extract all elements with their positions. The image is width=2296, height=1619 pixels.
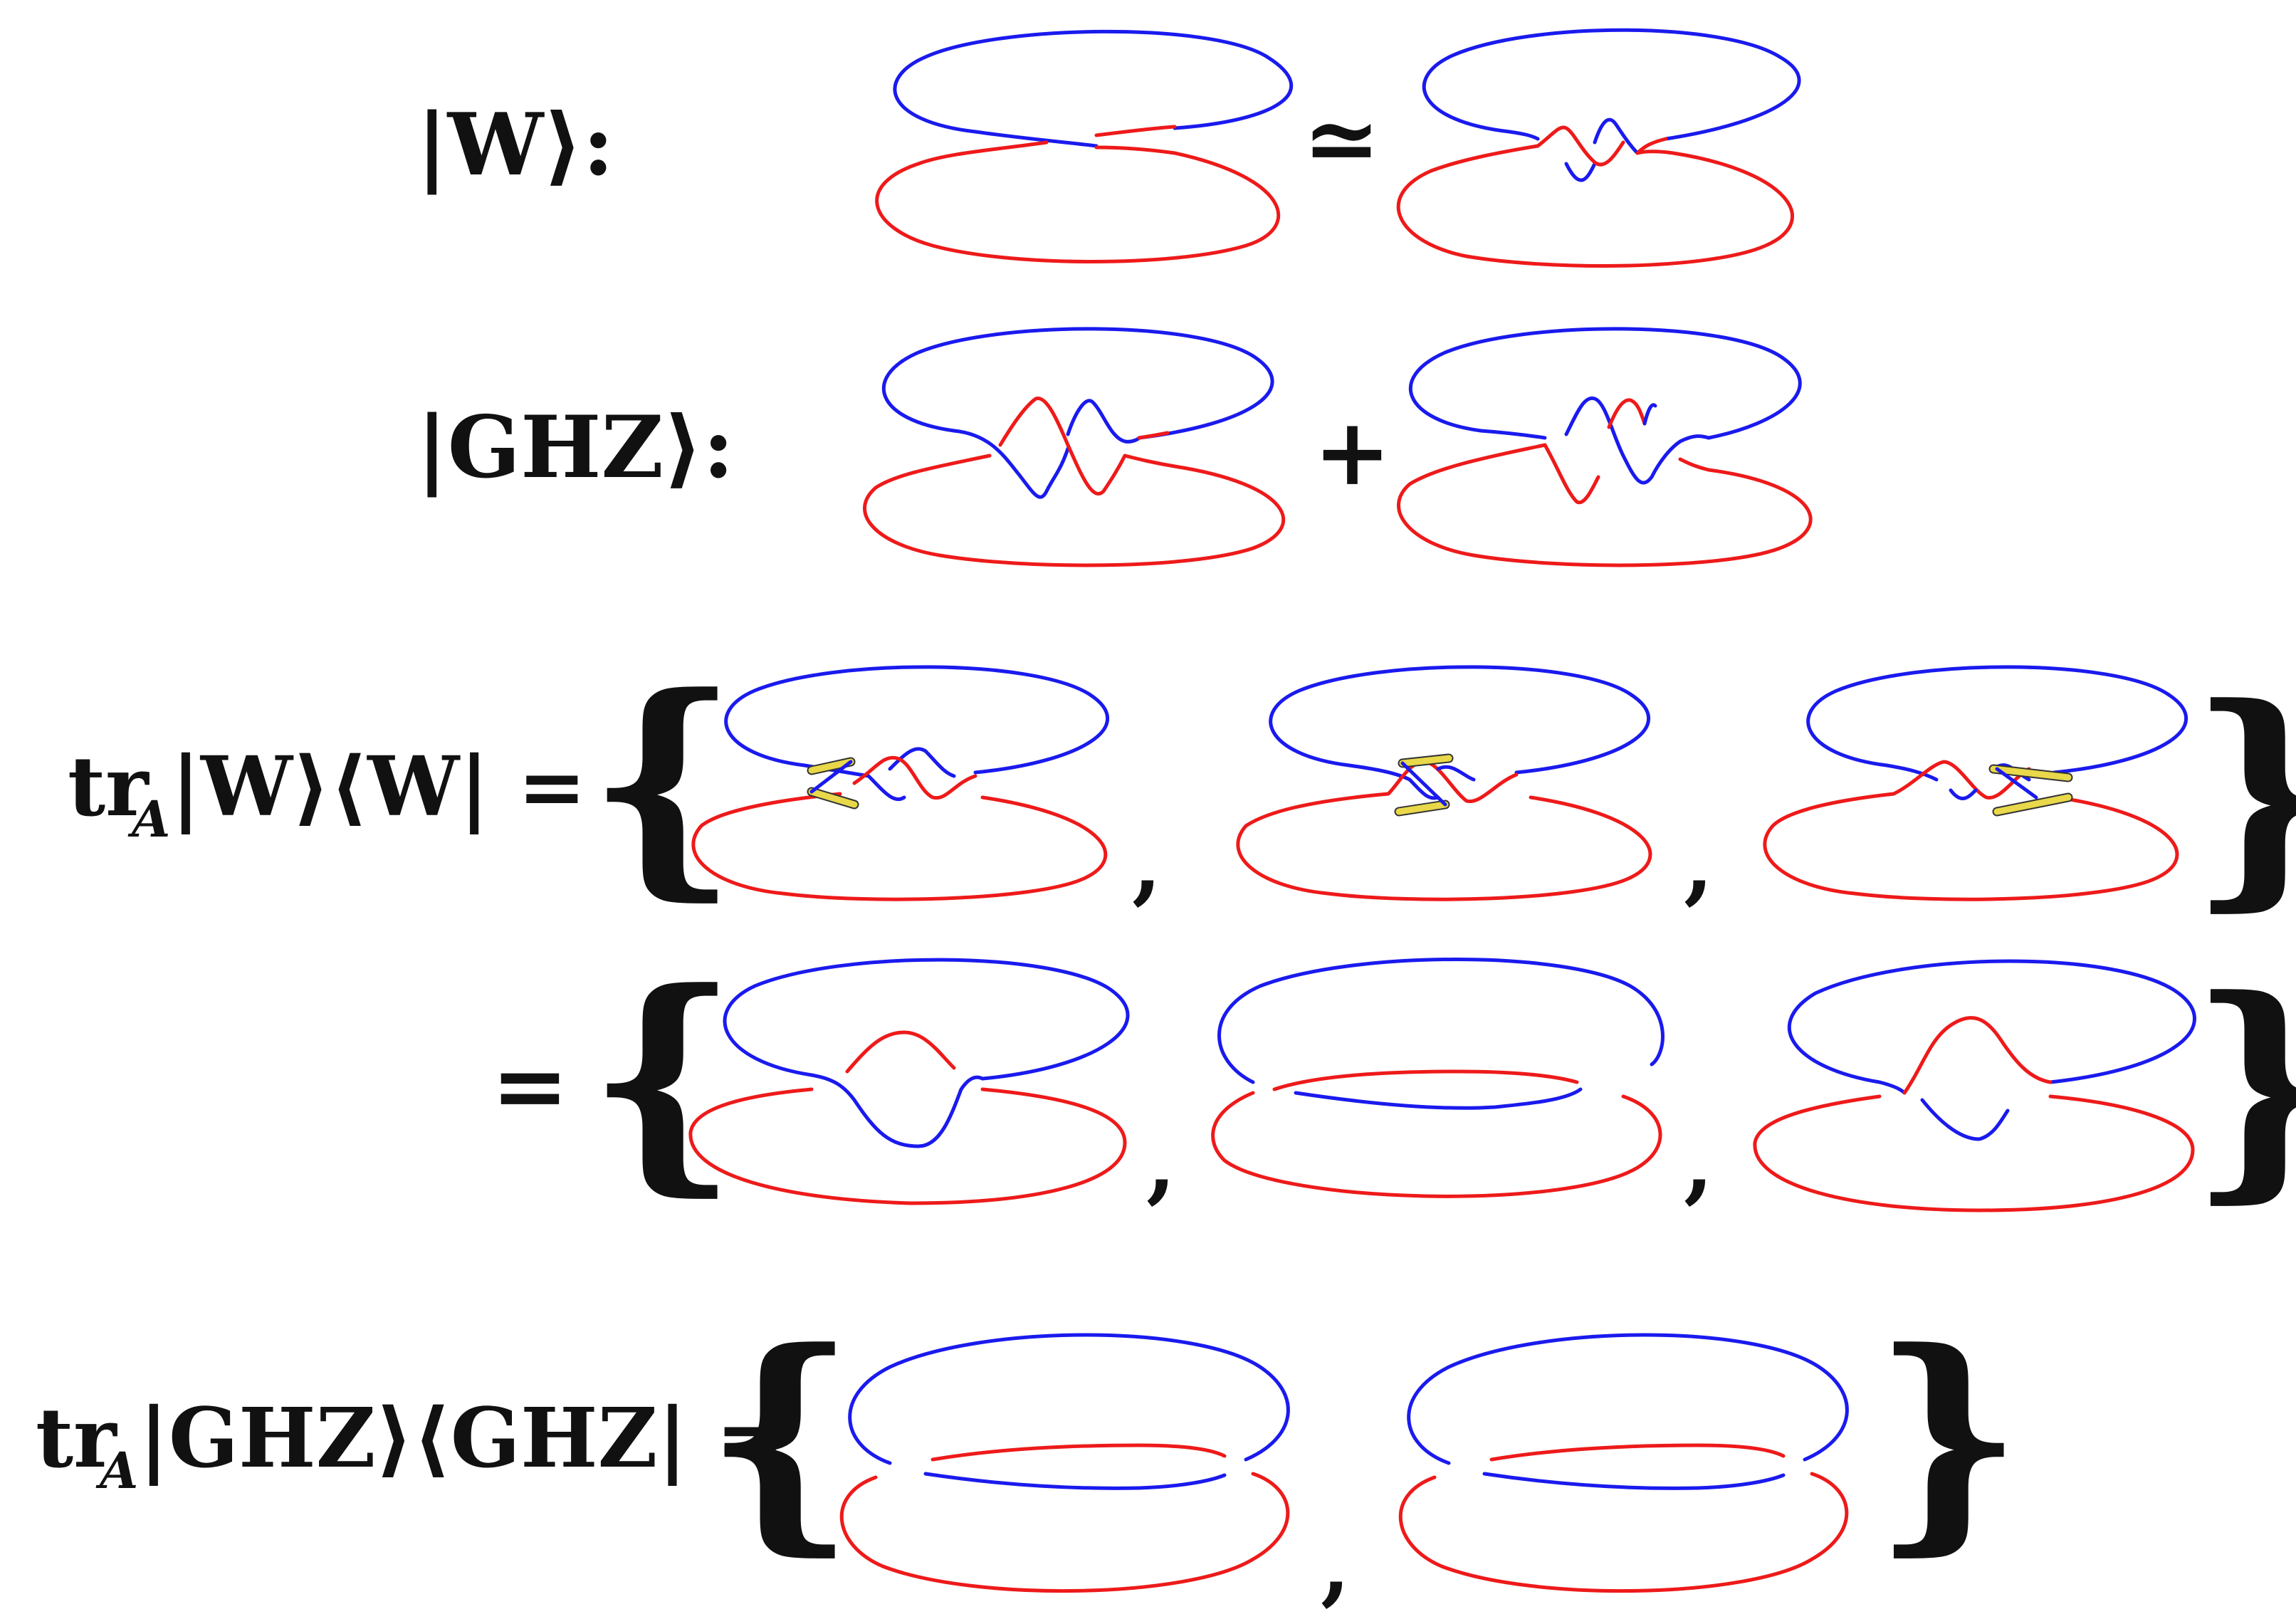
- brace-close-row5: }: [1872, 1299, 2023, 1576]
- comma-row4-1: ,: [1146, 1113, 1176, 1213]
- tr-w-label: tr A |W⟩⟨W| =: [68, 739, 586, 849]
- w-link-simple: [875, 29, 1294, 263]
- svg-text:|GHZ⟩⟨GHZ| =: |GHZ⟩⟨GHZ| =: [139, 1390, 785, 1487]
- ghz-link-1: [863, 327, 1286, 567]
- brace-open-row4: {: [587, 940, 738, 1216]
- brace-close-row3: }: [2189, 655, 2296, 931]
- unlinked-pair-1: [839, 1333, 1290, 1593]
- plus-symbol: +: [1314, 397, 1391, 506]
- comma-row5: ,: [1321, 1515, 1351, 1615]
- brace-open-row5: {: [705, 1299, 856, 1576]
- w-link-twisted: [1396, 28, 1801, 268]
- tr-w-link-3: [1763, 665, 2188, 901]
- tr-ghz-label: tr A |GHZ⟩⟨GHZ| =: [36, 1390, 785, 1500]
- brace-open-row3: {: [587, 644, 738, 921]
- comma-row3-2: ,: [1684, 814, 1714, 914]
- w-state-label: |W⟩:: [416, 95, 614, 195]
- ghz-state-label: |GHZ⟩:: [416, 397, 734, 498]
- svg-text:A: A: [127, 790, 170, 849]
- reduced-link-3: [1753, 959, 2196, 1212]
- equals-row4: =: [491, 1031, 569, 1140]
- brace-close-row4: }: [2189, 947, 2296, 1223]
- equivalence-symbol: ≃: [1303, 84, 1380, 193]
- tr-w-link-1: [691, 665, 1110, 901]
- svg-text:tr: tr: [36, 1390, 117, 1487]
- unlinked-pair-2: [1398, 1333, 1849, 1593]
- comma-row4-2: ,: [1684, 1113, 1714, 1213]
- reduced-link-2: [1211, 958, 1665, 1198]
- reduced-link-1: [688, 958, 1130, 1205]
- svg-text:tr: tr: [68, 739, 150, 835]
- tr-w-link-2: [1236, 665, 1652, 901]
- svg-text:A: A: [95, 1441, 138, 1500]
- svg-text:|W⟩⟨W| =: |W⟩⟨W| =: [171, 739, 586, 835]
- comma-row3-1: ,: [1132, 814, 1162, 914]
- ghz-link-2: [1397, 327, 1813, 567]
